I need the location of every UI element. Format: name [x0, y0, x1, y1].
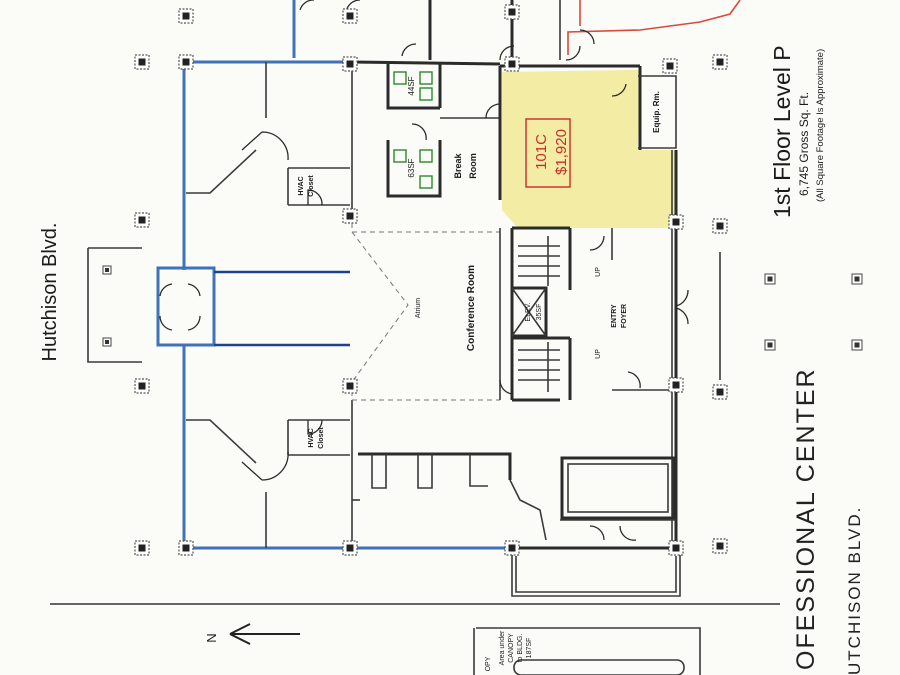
street-label-left: Hutchison Blvd. [39, 223, 61, 362]
hvac-top-label-2: Closet [308, 175, 315, 197]
stair-up-bottom-label: UP [595, 349, 602, 359]
building-walls [156, 60, 681, 597]
break-room-label-1: Break [453, 153, 463, 179]
suite-101c[interactable]: 101C $1,920 [502, 70, 676, 228]
adjacent-building-top [292, 0, 741, 61]
canopy-label-3: to BLDG. [517, 634, 524, 663]
canopy-label-2: CANOPY [508, 633, 515, 663]
suite-id-label: 101C [533, 134, 550, 170]
equip-room-label: Equip. Rm. [652, 91, 661, 133]
elevator-area-label: 35SF [536, 304, 543, 321]
canopy-area-label: 187SF [526, 638, 533, 659]
column-core [346, 60, 354, 68]
conference-room-label: Conference Room [466, 265, 477, 351]
street-label-bottom: UTCHISON BLVD. [845, 506, 864, 675]
entry-foyer-label-2: FOYER [621, 304, 628, 328]
column-core [716, 58, 724, 66]
area-note-label: (All Square Footage Is Approximate) [815, 49, 826, 202]
column-core [182, 58, 190, 66]
canopy-area: Area under CANOPY to BLDG. 187SF OPY [473, 627, 701, 675]
column-core [672, 218, 680, 226]
column-core [138, 544, 146, 552]
suite-price-box [525, 118, 571, 188]
entry-foyer-label-1: ENTRY [611, 304, 618, 328]
north-label: N [204, 633, 219, 642]
column-core [666, 62, 674, 70]
elevator-label: ELEV. [525, 302, 532, 321]
column-core [346, 544, 354, 552]
north-arrow-icon: N [204, 623, 300, 645]
column-core [182, 12, 190, 20]
hvac-bottom-label-2: Closet [318, 427, 325, 449]
column-core [138, 382, 146, 390]
column-core [182, 544, 190, 552]
canopy-label-1: Area under [499, 630, 506, 665]
column-core [346, 382, 354, 390]
column-core [508, 544, 516, 552]
column-core [346, 212, 354, 220]
column-core [672, 544, 680, 552]
column-core [138, 216, 146, 224]
restroom-top-area: 44SF [407, 76, 416, 95]
column-core [508, 8, 516, 16]
column-core [672, 381, 680, 389]
hvac-bottom-label-1: HVAC [308, 428, 315, 447]
hvac-top-label-1: HVAC [298, 176, 305, 195]
center-name-label: OFESSIONAL CENTER [792, 367, 820, 670]
door-swings [159, 43, 689, 541]
column-core [138, 58, 146, 66]
column-core [716, 388, 724, 396]
gross-area-label: 6,745 Gross Sq. Ft. [797, 92, 811, 196]
column-core [716, 222, 724, 230]
column-core [716, 542, 724, 550]
column-core [346, 12, 354, 20]
break-room-label-2: Room [468, 153, 478, 179]
suite-price-label: $1,920 [553, 129, 570, 175]
restroom-fixtures [393, 71, 433, 189]
suite-101c-highlight[interactable] [502, 70, 676, 228]
stair-up-top-label: UP [595, 267, 602, 277]
heading-label: 1st Floor Level P [769, 45, 795, 218]
structural-columns [134, 4, 728, 556]
site-markers [87, 247, 863, 380]
canopy-partial-label: OPY [485, 656, 492, 671]
column-core [508, 60, 516, 68]
restroom-bottom-area: 63SF [407, 158, 416, 177]
atrium-label: Atrium [415, 298, 422, 318]
